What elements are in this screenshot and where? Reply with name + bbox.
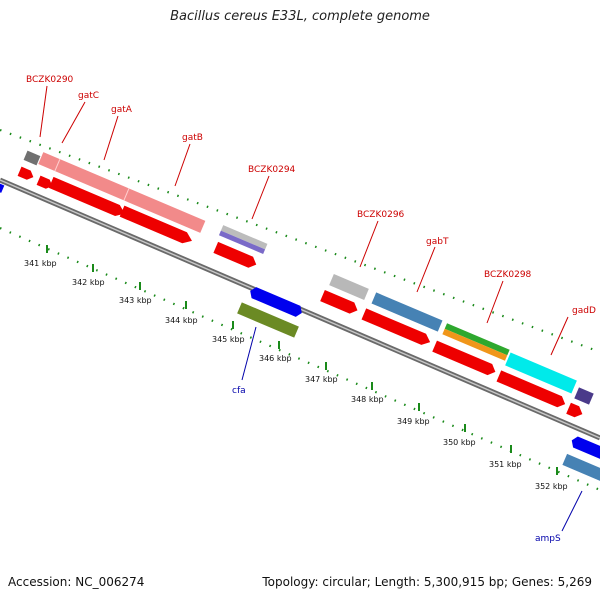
scale-ticks: [46, 245, 558, 475]
gene-bar-gabT[interactable]: [371, 292, 443, 332]
cds-arrow-3[interactable]: [48, 176, 127, 219]
gene-bar-ampS[interactable]: [562, 453, 600, 483]
gene-label-gatC[interactable]: gatC: [78, 91, 99, 101]
scale-label: 346 kbp: [259, 354, 292, 363]
gene-bar-bczk0294[interactable]: [220, 225, 268, 250]
outer-tick-dots: [0, 128, 600, 354]
callout-lines: [39, 85, 583, 532]
cds-arrow-7[interactable]: [361, 308, 433, 347]
gene-label-ampS[interactable]: ampS: [535, 534, 561, 544]
gene-bar-gadD[interactable]: [505, 352, 577, 394]
cds-arrow-6[interactable]: [320, 290, 360, 316]
cds-arrow-cfa-blue[interactable]: [248, 286, 304, 319]
scale-label: 351 kbp: [489, 460, 522, 469]
scale-labels: 341 kbp 342 kbp 343 kbp 344 kbp 345 kbp …: [24, 259, 568, 491]
scale-label: 347 kbp: [305, 375, 338, 384]
gene-bar-gatCAB[interactable]: [38, 152, 206, 233]
callout-ampS: [561, 490, 583, 532]
cds-arrow-9[interactable]: [496, 370, 568, 409]
outer-tick-track: [0, 128, 600, 354]
callout-bczk0290: [39, 85, 48, 138]
cds-arrow-4[interactable]: [119, 205, 195, 247]
gene-label-cfa[interactable]: cfa: [232, 386, 246, 396]
scale-label: 348 kbp: [351, 395, 384, 404]
gene-bar-cfa[interactable]: [237, 302, 299, 338]
gene-bar-dark-purple[interactable]: [574, 387, 594, 405]
scale-label: 349 kbp: [397, 417, 430, 426]
cds-arrow-1[interactable]: [17, 166, 36, 182]
gene-bar-bczk0290[interactable]: [23, 150, 41, 166]
callout-cfa: [241, 326, 257, 381]
callout-bczk0296: [359, 220, 379, 268]
scale-label: 341 kbp: [24, 259, 57, 268]
gene-bar-bczk0296[interactable]: [329, 274, 369, 300]
gene-bar-bczk0298[interactable]: [444, 323, 510, 356]
gene-label-gatA[interactable]: gatA: [111, 105, 133, 115]
callout-bczk0298: [486, 280, 504, 324]
scale-label: 345 kbp: [212, 335, 245, 344]
callout-gatA: [103, 115, 119, 161]
callout-gatC: [61, 101, 86, 144]
gene-bar-bczk0298-b: [442, 328, 508, 361]
callout-bczk0294: [251, 175, 270, 220]
scale-label: 343 kbp: [119, 296, 152, 305]
cds-arrow-5[interactable]: [213, 241, 258, 270]
cds-arrow-right-blue[interactable]: [569, 435, 600, 462]
gene-label-gabT[interactable]: gabT: [426, 237, 449, 247]
gene-bar-bczk0294-b: [218, 230, 266, 254]
gene-label-bczk0298[interactable]: BCZK0298: [484, 270, 532, 280]
gene-label-gatB[interactable]: gatB: [182, 133, 203, 143]
gene-label-gadD[interactable]: gadD: [572, 306, 596, 316]
cds-arrow-left-blue[interactable]: [0, 182, 5, 193]
gene-labels: BCZK0290 gatC gatA gatB BCZK0294 BCZK029…: [26, 75, 596, 544]
scale-label: 342 kbp: [72, 278, 105, 287]
gene-label-bczk0296[interactable]: BCZK0296: [357, 210, 405, 220]
callout-gadD: [550, 316, 569, 356]
callout-gatB: [174, 143, 191, 187]
cds-arrow-10[interactable]: [566, 402, 584, 420]
topology-summary: Topology: circular; Length: 5,300,915 bp…: [262, 575, 592, 589]
accession-text: Accession: NC_006274: [8, 575, 145, 589]
feature-group: [0, 150, 600, 483]
cds-arrow-2[interactable]: [36, 175, 55, 191]
gene-label-bczk0290[interactable]: BCZK0290: [26, 75, 74, 85]
cds-arrow-8[interactable]: [432, 340, 497, 378]
scale-label: 344 kbp: [165, 316, 198, 325]
callout-gabT: [416, 246, 436, 293]
scale-label: 352 kbp: [535, 482, 568, 491]
gene-label-bczk0294[interactable]: BCZK0294: [248, 165, 296, 175]
map-title: Bacillus cereus E33L, complete genome: [170, 9, 430, 24]
scale-label: 350 kbp: [443, 438, 476, 447]
